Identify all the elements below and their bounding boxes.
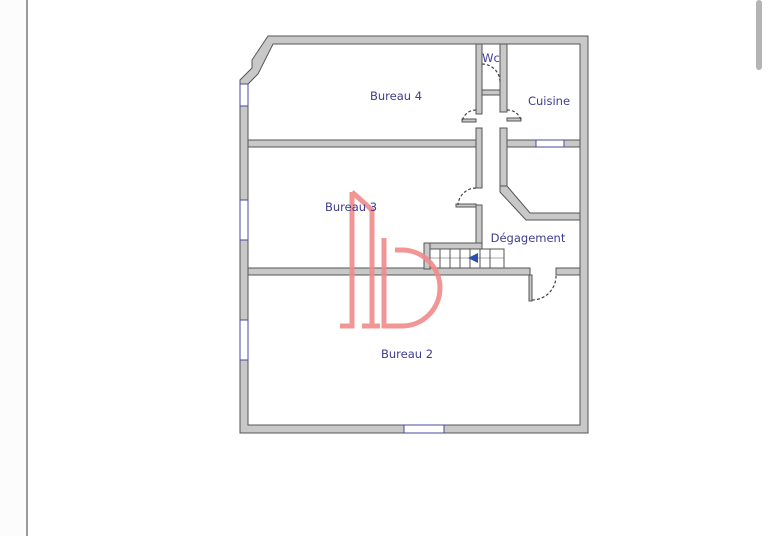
room-label-wc: Wc [482, 51, 500, 65]
stair-arrow-icon [468, 253, 478, 263]
watermark-logo [340, 190, 443, 329]
room-label-cuisine: Cuisine [528, 94, 570, 108]
staircase [429, 248, 505, 269]
room-label-bureau-2: Bureau 2 [381, 347, 433, 361]
door-swings [457, 63, 557, 301]
room-label-degagement: Dégagement [491, 231, 566, 245]
interior-walls [247, 43, 581, 302]
outer-wall [239, 35, 589, 434]
room-label-bureau-3: Bureau 3 [325, 200, 377, 214]
scrollbar-thumb[interactable] [756, 0, 762, 70]
panel-divider[interactable] [26, 0, 28, 536]
windows [239, 83, 565, 434]
left-panel [0, 0, 26, 536]
room-label-bureau-4: Bureau 4 [370, 89, 422, 103]
